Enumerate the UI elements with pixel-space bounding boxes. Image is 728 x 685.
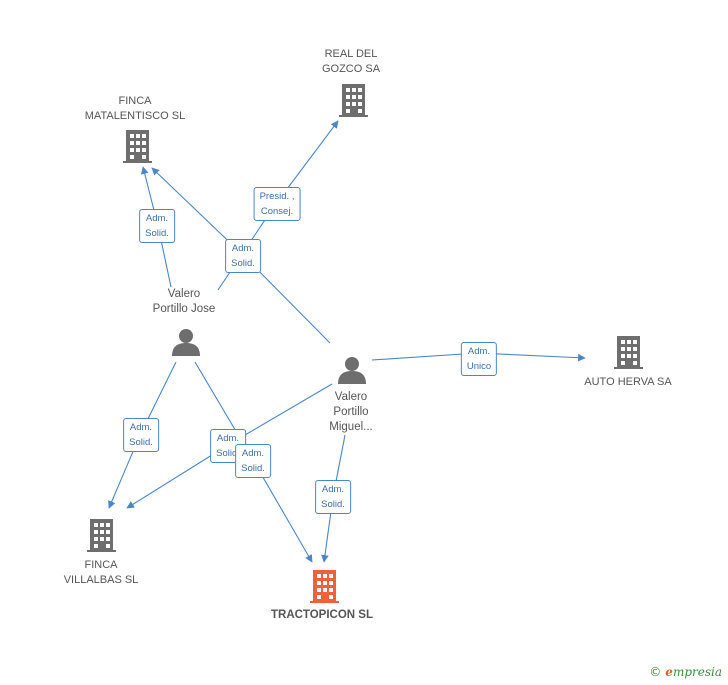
edge-label-adm-solid: Adm. Solid. [139, 209, 175, 243]
building-icon[interactable] [123, 130, 152, 163]
brand-footer[interactable]: ©empresia [649, 665, 722, 679]
brand-logo-text: mpresia [672, 665, 722, 679]
company-label-finca-villalbas[interactable]: FINCA VILLALBAS SL [63, 559, 139, 586]
brand-logo-initial: e [665, 665, 673, 679]
edge-label-adm-solid: Adm. Solid. [315, 480, 351, 514]
building-icon[interactable] [87, 519, 116, 552]
company-label-real-del-gozco[interactable]: REAL DEL GOZCO SA [321, 48, 381, 75]
company-label-auto-herva[interactable]: AUTO HERVA SA [584, 376, 672, 388]
focus-building-icon[interactable] [310, 570, 339, 603]
company-label-tractopicon[interactable]: TRACTOPICON SL [270, 609, 373, 621]
company-label-finca-matalentisco[interactable]: FINCA MATALENTISCO SL [84, 95, 186, 122]
building-icon[interactable] [614, 336, 643, 369]
edge-label-adm-solid: Adm. Solid. [225, 239, 261, 273]
copyright-symbol: © [649, 665, 662, 679]
edge-label-adm-solid: Adm. Solid. [123, 418, 159, 452]
person-label-valero-miguel[interactable]: Valero Portillo Miguel... [329, 391, 373, 433]
person-label-valero-jose[interactable]: Valero Portillo Jose [152, 288, 216, 315]
edge-label-adm-solid: Adm. Solid. [235, 444, 271, 478]
building-icon[interactable] [339, 84, 369, 117]
person-icon[interactable] [172, 329, 200, 356]
person-icon[interactable] [338, 357, 366, 384]
edge-label-presid-consej: Presid. , Consej. [253, 187, 301, 221]
edge-label-adm-unico: Adm. Unico [460, 342, 498, 376]
